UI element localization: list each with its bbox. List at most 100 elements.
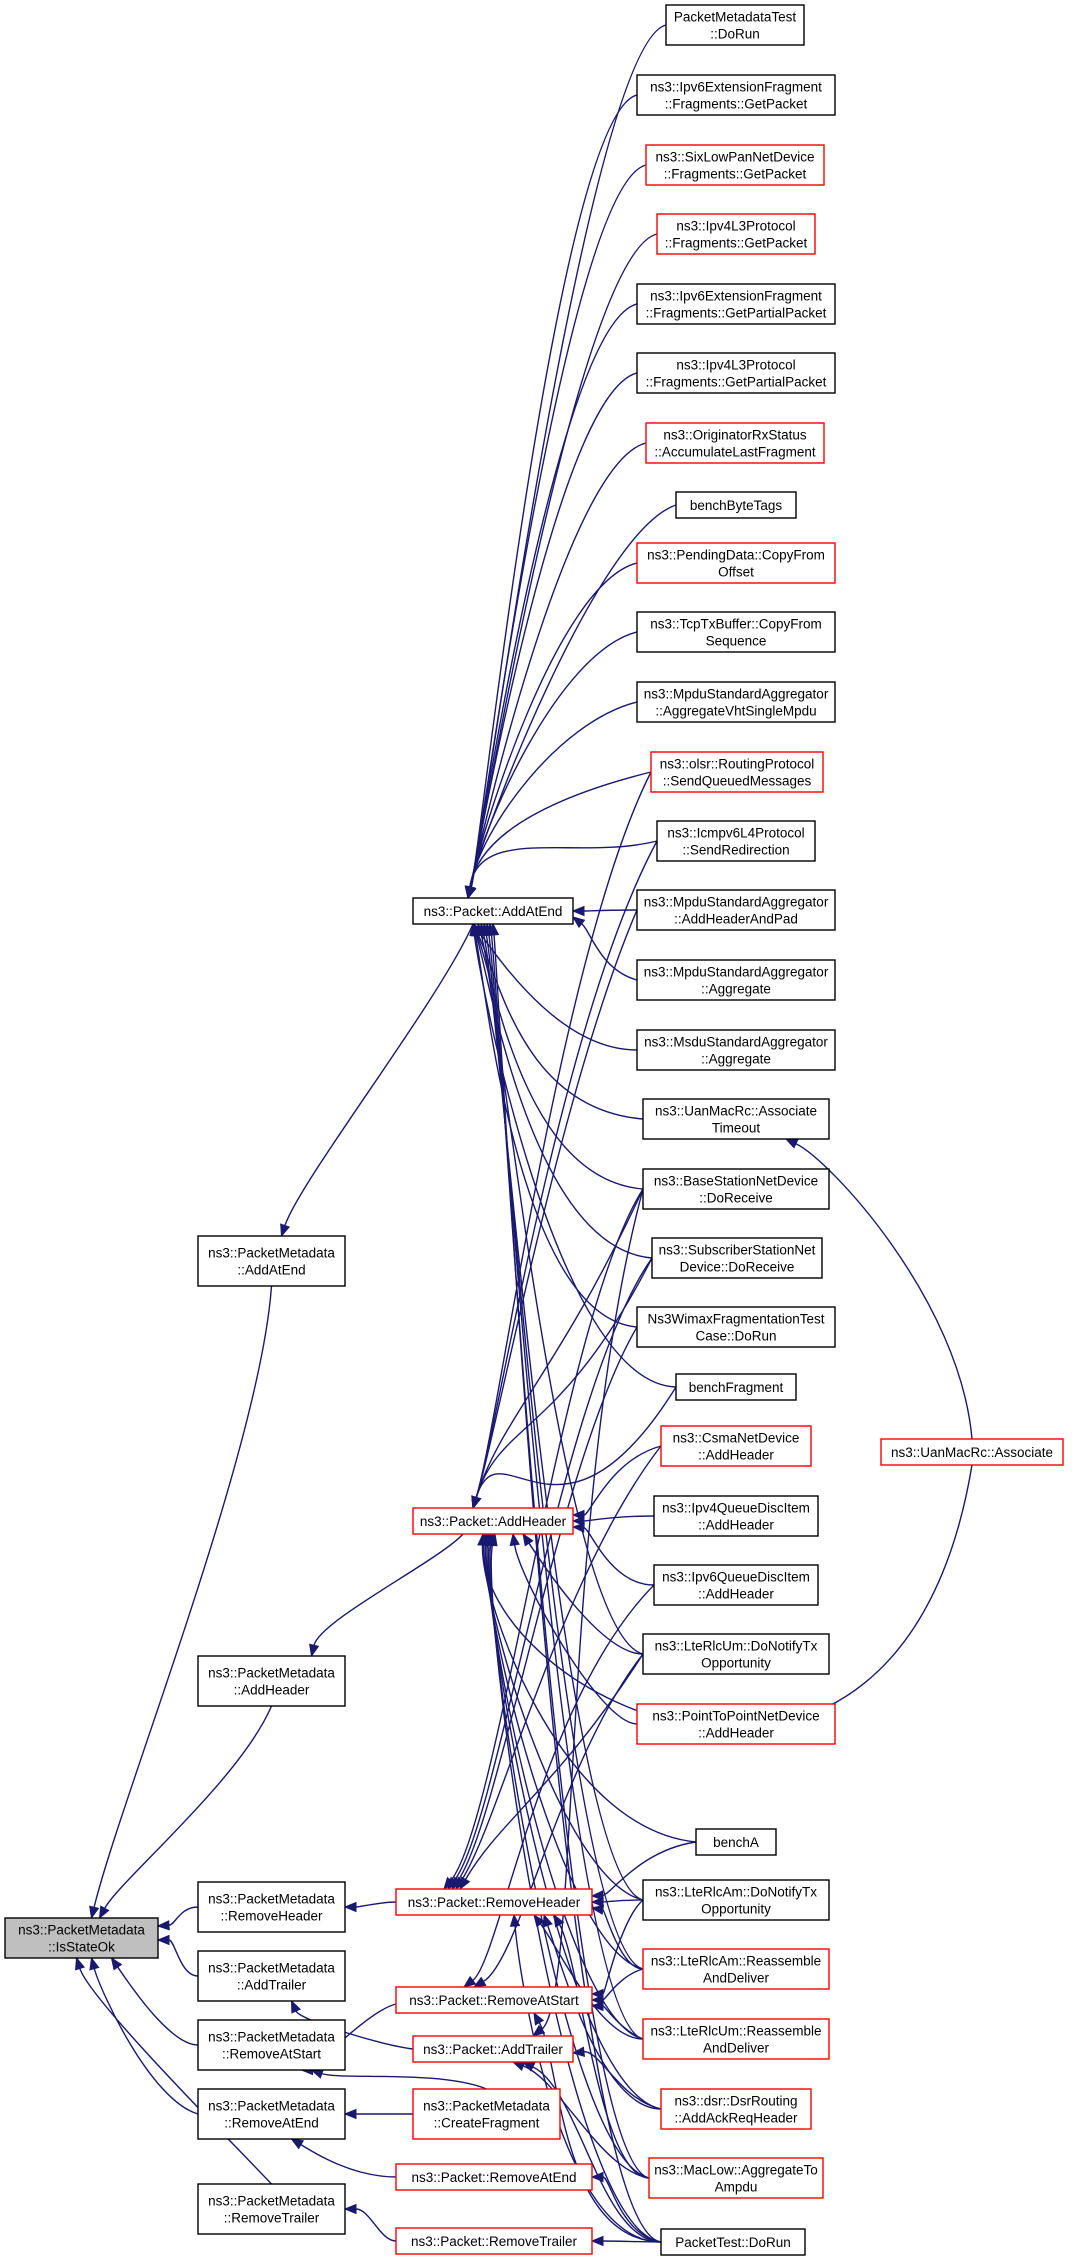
arrowhead [471,1495,482,1510]
arrowhead [533,1913,546,1928]
graph-node-pm-test-do-run[interactable]: PacketMetadataTest::DoRun [665,4,805,46]
graph-node-ipv6-ext-frag-get-partial[interactable]: ns3::Ipv6ExtensionFragment::Fragments::G… [636,283,836,325]
graph-node-pm-add-trailer[interactable]: ns3::PacketMetadata::AddTrailer [197,1950,346,2002]
node-label: ::DoRun [710,27,760,42]
node-label: PacketMetadataTest [674,10,797,25]
arrowhead [290,2138,305,2150]
graph-node-msdu-agg-aggregate[interactable]: ns3::MsduStandardAggregator::Aggregate [636,1029,836,1071]
graph-node-ipv4-qdi-add-header[interactable]: ns3::Ipv4QueueDiscItem::AddHeader [653,1495,819,1537]
graph-node-packet-test-do-run[interactable]: PacketTest::DoRun [660,2228,806,2256]
node-label: Ns3WimaxFragmentationTest [647,1312,824,1327]
node-label: ns3::Ipv6QueueDiscItem [662,1570,810,1585]
graph-node-p-remove-at-start[interactable]: ns3::Packet::RemoveAtStart [395,1986,593,2014]
arrowhead [156,1920,170,1931]
node-box [642,1168,830,1210]
call-graph-nodes: ns3::PacketMetadata::IsStateOkns3::Packe… [4,4,1064,2256]
node-label: ns3::UanMacRc::Associate [655,1104,817,1119]
graph-node-p-add-header[interactable]: ns3::Packet::AddHeader [412,1507,574,1535]
graph-node-pm-remove-header[interactable]: ns3::PacketMetadata::RemoveHeader [197,1881,346,1933]
node-label: ::AccumulateLastFragment [654,445,816,460]
graph-node-ipv6-ext-frag-get-packet[interactable]: ns3::Ipv6ExtensionFragment::Fragments::G… [636,74,836,116]
node-box [636,74,836,116]
edge-olsrSendQueued-to-pAddAtEnd [469,771,652,888]
node-label: Offset [718,565,754,580]
arrowhead [280,1223,291,1238]
arrowhead [542,1913,553,1928]
graph-node-icmpv6-send-redirection[interactable]: ns3::Icmpv6L4Protocol::SendRedirection [656,820,816,862]
graph-node-six-low-pan-get-packet[interactable]: ns3::SixLowPanNetDevice::Fragments::GetP… [645,144,825,186]
node-label: ::IsStateOk [48,1940,115,1955]
graph-node-p-remove-at-end[interactable]: ns3::Packet::RemoveAtEnd [395,2163,593,2191]
graph-node-p-remove-trailer[interactable]: ns3::Packet::RemoveTrailer [395,2227,593,2255]
graph-node-pm-create-fragment[interactable]: ns3::PacketMetadata::CreateFragment [412,2088,561,2140]
edge-lteRlcAmNotify-to-pRemoveHeader [602,1899,644,1903]
node-label: ns3::PacketMetadata [208,1246,335,1261]
graph-node-mpdu-agg-add-header-and-pad[interactable]: ns3::MpduStandardAggregator::AddHeaderAn… [636,889,836,931]
node-box [636,352,836,394]
edge-icmpv6SendRedirection-to-pAddHeader [475,840,658,1498]
graph-node-ipv4-l3-get-packet[interactable]: ns3::Ipv4L3Protocol::Fragments::GetPacke… [656,213,816,255]
graph-node-csma-add-header[interactable]: ns3::CsmaNetDevice::AddHeader [660,1425,812,1467]
edge-benchFragment-to-pAddHeader [475,1386,677,1498]
graph-node-mpdu-agg-aggregate[interactable]: ns3::MpduStandardAggregator::Aggregate [636,959,836,1001]
edge-olsrSendQueued-to-pAddHeader [475,771,652,1498]
arrowhead [533,2011,545,2026]
node-box [656,213,816,255]
arrowhead [571,1522,585,1533]
graph-node-p2p-add-header[interactable]: ns3::PointToPointNetDevice::AddHeader [636,1703,836,1745]
node-box [675,491,797,519]
graph-node-pm-remove-at-start[interactable]: ns3::PacketMetadata::RemoveAtStart [197,2019,346,2071]
edge-lteRlcUmReassemble-to-pAddAtEnd [488,934,644,2040]
arrowhead [590,1896,604,1908]
graph-node-uan-associate[interactable]: ns3::UanMacRc::Associate [880,1438,1064,1466]
node-box [395,2163,593,2191]
edge-ipv4QdiAddHeader-to-pAddHeader [583,1515,655,1522]
graph-node-bench-byte-tags[interactable]: benchByteTags [675,491,797,519]
graph-node-pm-add-header[interactable]: ns3::PacketMetadata::AddHeader [197,1655,346,1707]
graph-node-ipv4-l3-get-partial[interactable]: ns3::Ipv4L3Protocol::Fragments::GetParti… [636,352,836,394]
graph-node-pm-remove-trailer[interactable]: ns3::PacketMetadata::RemoveTrailer [197,2183,346,2235]
node-box [395,1986,593,2014]
node-box [645,144,825,186]
graph-node-is-state-ok[interactable]: ns3::PacketMetadata::IsStateOk [4,1917,159,1959]
edge-ssNetDeviceDoReceive-to-pAddHeader [475,1257,653,1498]
edge-dsrAddAckReq-to-pAddTrailer [583,2051,662,2110]
arrowhead [343,2108,357,2120]
graph-node-olsr-send-queued[interactable]: ns3::olsr::RoutingProtocol::SendQueuedMe… [650,751,824,793]
graph-node-p-add-at-end[interactable]: ns3::Packet::AddAtEnd [412,897,574,925]
node-label: ns3::PendingData::CopyFrom [647,548,825,563]
edge-sixLowPanGetPacket-to-pAddAtEnd [470,164,647,888]
graph-node-pm-remove-at-end[interactable]: ns3::PacketMetadata::RemoveAtEnd [197,2088,346,2140]
graph-node-p-add-trailer[interactable]: ns3::Packet::AddTrailer [412,2035,574,2063]
node-label: benchA [713,1835,759,1850]
node-label: ::AddHeader [698,1448,774,1463]
node-box [651,1237,823,1279]
arrowhead [472,1976,487,1988]
node-box [650,751,824,793]
graph-node-pm-add-at-end[interactable]: ns3::PacketMetadata::AddAtEnd [197,1235,346,1287]
graph-node-bs-net-device-do-receive[interactable]: ns3::BaseStationNetDevice::DoReceive [642,1168,830,1210]
node-label: ns3::CsmaNetDevice [673,1431,800,1446]
node-box [636,283,836,325]
arrowhead [784,1138,799,1149]
graph-node-ipv6-qdi-add-header[interactable]: ns3::Ipv6QueueDiscItem::AddHeader [653,1564,819,1606]
graph-node-bench-fragment[interactable]: benchFragment [675,1373,797,1401]
node-box [653,1564,819,1606]
graph-node-p-remove-header[interactable]: ns3::Packet::RemoveHeader [395,1888,593,1916]
node-label: ns3::Ipv4L3Protocol [676,358,795,373]
graph-node-dsr-add-ack-req[interactable]: ns3::dsr::DsrRouting::AddAckReqHeader [660,2088,812,2130]
node-label: ns3::PacketMetadata [208,1961,335,1976]
graph-node-ss-net-device-do-receive[interactable]: ns3::SubscriberStationNetDevice::DoRecei… [651,1237,823,1279]
graph-node-originator-rx-status[interactable]: ns3::OriginatorRxStatus::AccumulateLastF… [645,422,825,464]
graph-node-mpdu-agg-vht[interactable]: ns3::MpduStandardAggregator::AggregateVh… [636,681,836,723]
graph-node-bench-a[interactable]: benchA [695,1828,777,1856]
